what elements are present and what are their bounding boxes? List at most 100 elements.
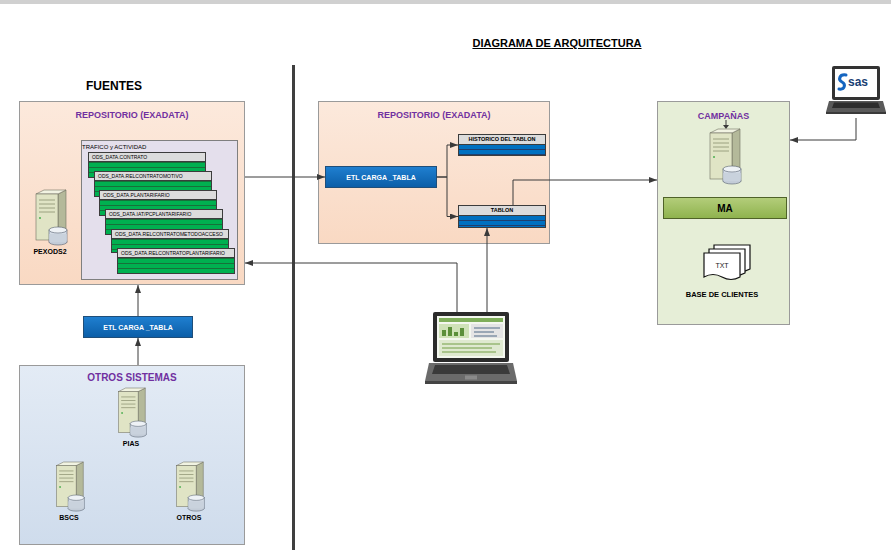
server-part — [36, 190, 66, 194]
laptop-base — [425, 363, 517, 381]
screen-content — [448, 327, 452, 336]
repository-region: REPOSITORIO (EXADATA) ETL CARGA _TABLA HIS… — [318, 101, 550, 244]
screen-content — [460, 328, 464, 336]
server-slot — [179, 478, 193, 479]
db-table: TABLON — [458, 205, 546, 228]
laptop-icon: sas — [826, 66, 886, 118]
server-slot — [121, 407, 135, 408]
file-icon: TXTBASE DE CLIENTES — [682, 245, 762, 303]
laptop-keys — [432, 365, 510, 374]
server-led — [39, 217, 41, 219]
flow-arrow — [437, 145, 458, 177]
laptop-trackpad — [465, 376, 477, 380]
server-slot — [121, 396, 135, 397]
server-slot — [713, 143, 729, 144]
etl-label: ETL CARGA _TABLA — [103, 324, 172, 331]
server-part — [57, 462, 84, 466]
node-illustration — [51, 462, 87, 512]
table-name: ODS_DATA.CONTRATO — [89, 153, 205, 162]
section-label: FUENTES — [86, 79, 142, 93]
logo-swirl — [839, 75, 846, 89]
node-illustration — [826, 66, 886, 118]
table-name: ODS_DATA.RELCONTRATOPLANTARIFARIO — [118, 249, 234, 258]
server-part — [119, 388, 146, 392]
server-slot — [179, 470, 193, 471]
flow-arrow — [487, 228, 488, 312]
group-title: TRAFICO y ACTIVIDAD — [82, 141, 237, 150]
file-type: TXT — [682, 262, 762, 270]
flow-arrow — [437, 177, 458, 217]
server-slot — [59, 478, 73, 479]
database-cylinder — [49, 234, 66, 242]
campaign-region: CAMPAÑAS MA TXTBASE DE CLIENTES — [657, 101, 790, 325]
server-slot — [59, 474, 73, 475]
database-cylinder — [68, 501, 84, 508]
screen-content — [442, 330, 446, 336]
screen-content — [439, 324, 469, 338]
region-title: REPOSITORIO (EXADATA) — [20, 102, 244, 120]
top-rule — [0, 0, 891, 4]
region-title: CAMPAÑAS — [658, 102, 789, 121]
flow-arrow — [245, 263, 457, 312]
laptop-base — [826, 112, 886, 114]
server-slot — [713, 147, 729, 148]
table-name: HISTORICO DEL TABLON — [459, 135, 545, 145]
laptop-keys — [832, 103, 880, 109]
flow-arrow — [245, 177, 325, 178]
server-label: BSCS — [45, 514, 93, 521]
table-name: ODS_DATA.PLANTARIFARIO — [100, 191, 216, 200]
node-illustration — [113, 388, 149, 438]
laptop-base — [425, 381, 517, 384]
server-slot — [713, 139, 729, 140]
database-cylinder — [130, 427, 146, 434]
server-slot — [713, 151, 729, 152]
node-illustration — [704, 120, 744, 184]
etl-label: ETL CARGA _TABLA — [346, 174, 415, 181]
server-part — [177, 462, 204, 466]
server-slot — [39, 208, 55, 209]
server-slot — [179, 481, 193, 482]
database-cylinder — [188, 501, 204, 508]
laptop-base — [826, 101, 886, 112]
server-label: PIAS — [107, 440, 155, 447]
flow-arrow — [790, 118, 856, 140]
server-icon: BSCS — [45, 462, 93, 528]
repository-region: REPOSITORIO (EXADATA) TRAFICO y ACTIVIDAD… — [19, 101, 245, 285]
table-name: ODS_DATA.IAT/PCPLANTARIFARIO — [106, 210, 222, 219]
server-icon: PIAS — [107, 388, 155, 454]
db-table: ODS_DATA.RELCONTRATOPLANTARIFARIO — [117, 248, 235, 274]
etl-box: ETL CARGA _TABLA — [325, 166, 437, 188]
database-cylinder — [723, 166, 741, 172]
screen-content — [454, 332, 458, 336]
laptop-icon — [425, 312, 517, 386]
logo-text: sas — [848, 76, 886, 88]
database-cylinder — [130, 421, 146, 426]
flow-arrow — [138, 285, 139, 316]
server-slot — [39, 204, 55, 205]
screen-content — [474, 335, 497, 337]
table-name: TABLON — [459, 206, 545, 216]
screen-content — [439, 318, 503, 322]
diagram-title: DIAGRAMA DE ARQUITECTURA — [420, 37, 694, 49]
server-slot — [59, 470, 73, 471]
ma-band: MA — [663, 197, 787, 219]
laptop-bezel — [433, 312, 509, 362]
table-name: ODS_DATA.RELCONTRATOMETODOACCESO — [112, 230, 228, 239]
region-title: OTROS SISTEMAS — [20, 366, 244, 383]
database-cylinder — [723, 173, 740, 181]
server-icon: OTROS — [165, 462, 213, 528]
region-title: REPOSITORIO (EXADATA) — [319, 102, 549, 120]
laptop-screen — [437, 316, 505, 358]
table-name: ODS_DATA.RELCONTRATOMOTIVO — [95, 172, 211, 181]
node-illustration — [30, 190, 70, 246]
server-slot — [179, 474, 193, 475]
server-part — [710, 129, 740, 133]
server-slot — [59, 481, 73, 482]
node-illustration — [171, 462, 207, 512]
server-label: PEXODS2 — [24, 248, 76, 255]
flow-arrow — [513, 180, 657, 205]
server-slot — [121, 404, 135, 405]
etl-box: ETL CARGA _TABLA — [83, 316, 193, 338]
server-slot — [39, 212, 55, 213]
database-cylinder — [68, 495, 84, 500]
